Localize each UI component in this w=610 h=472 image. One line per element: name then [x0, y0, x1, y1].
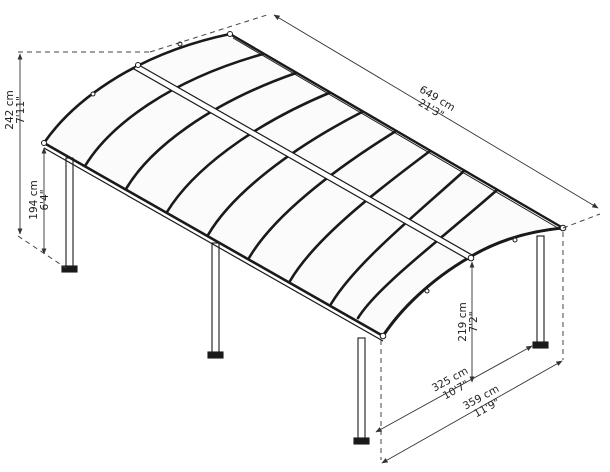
label-front-height: 219 cm 7'2" — [457, 302, 480, 341]
svg-text:194 cm: 194 cm — [28, 180, 40, 219]
post-front-right — [532, 235, 549, 349]
svg-text:7'11": 7'11" — [15, 96, 27, 124]
label-gutter-height: 194 cm 6'4" — [28, 180, 51, 219]
dimension-lines — [17, 14, 599, 464]
label-overall-height: 242 cm 7'11" — [4, 90, 27, 129]
post-back-left — [61, 157, 78, 273]
label-length: 649 cm 21'3" — [416, 84, 457, 122]
svg-text:242 cm: 242 cm — [4, 90, 16, 129]
overall-width-line — [381, 360, 563, 464]
svg-text:219 cm: 219 cm — [457, 302, 469, 341]
post-front-left — [353, 337, 370, 445]
svg-text:7'2": 7'2" — [468, 311, 480, 332]
length-line — [273, 14, 599, 209]
post-back-middle — [207, 242, 224, 359]
svg-text:6'4": 6'4" — [39, 189, 51, 210]
side-gutter — [43, 141, 384, 342]
